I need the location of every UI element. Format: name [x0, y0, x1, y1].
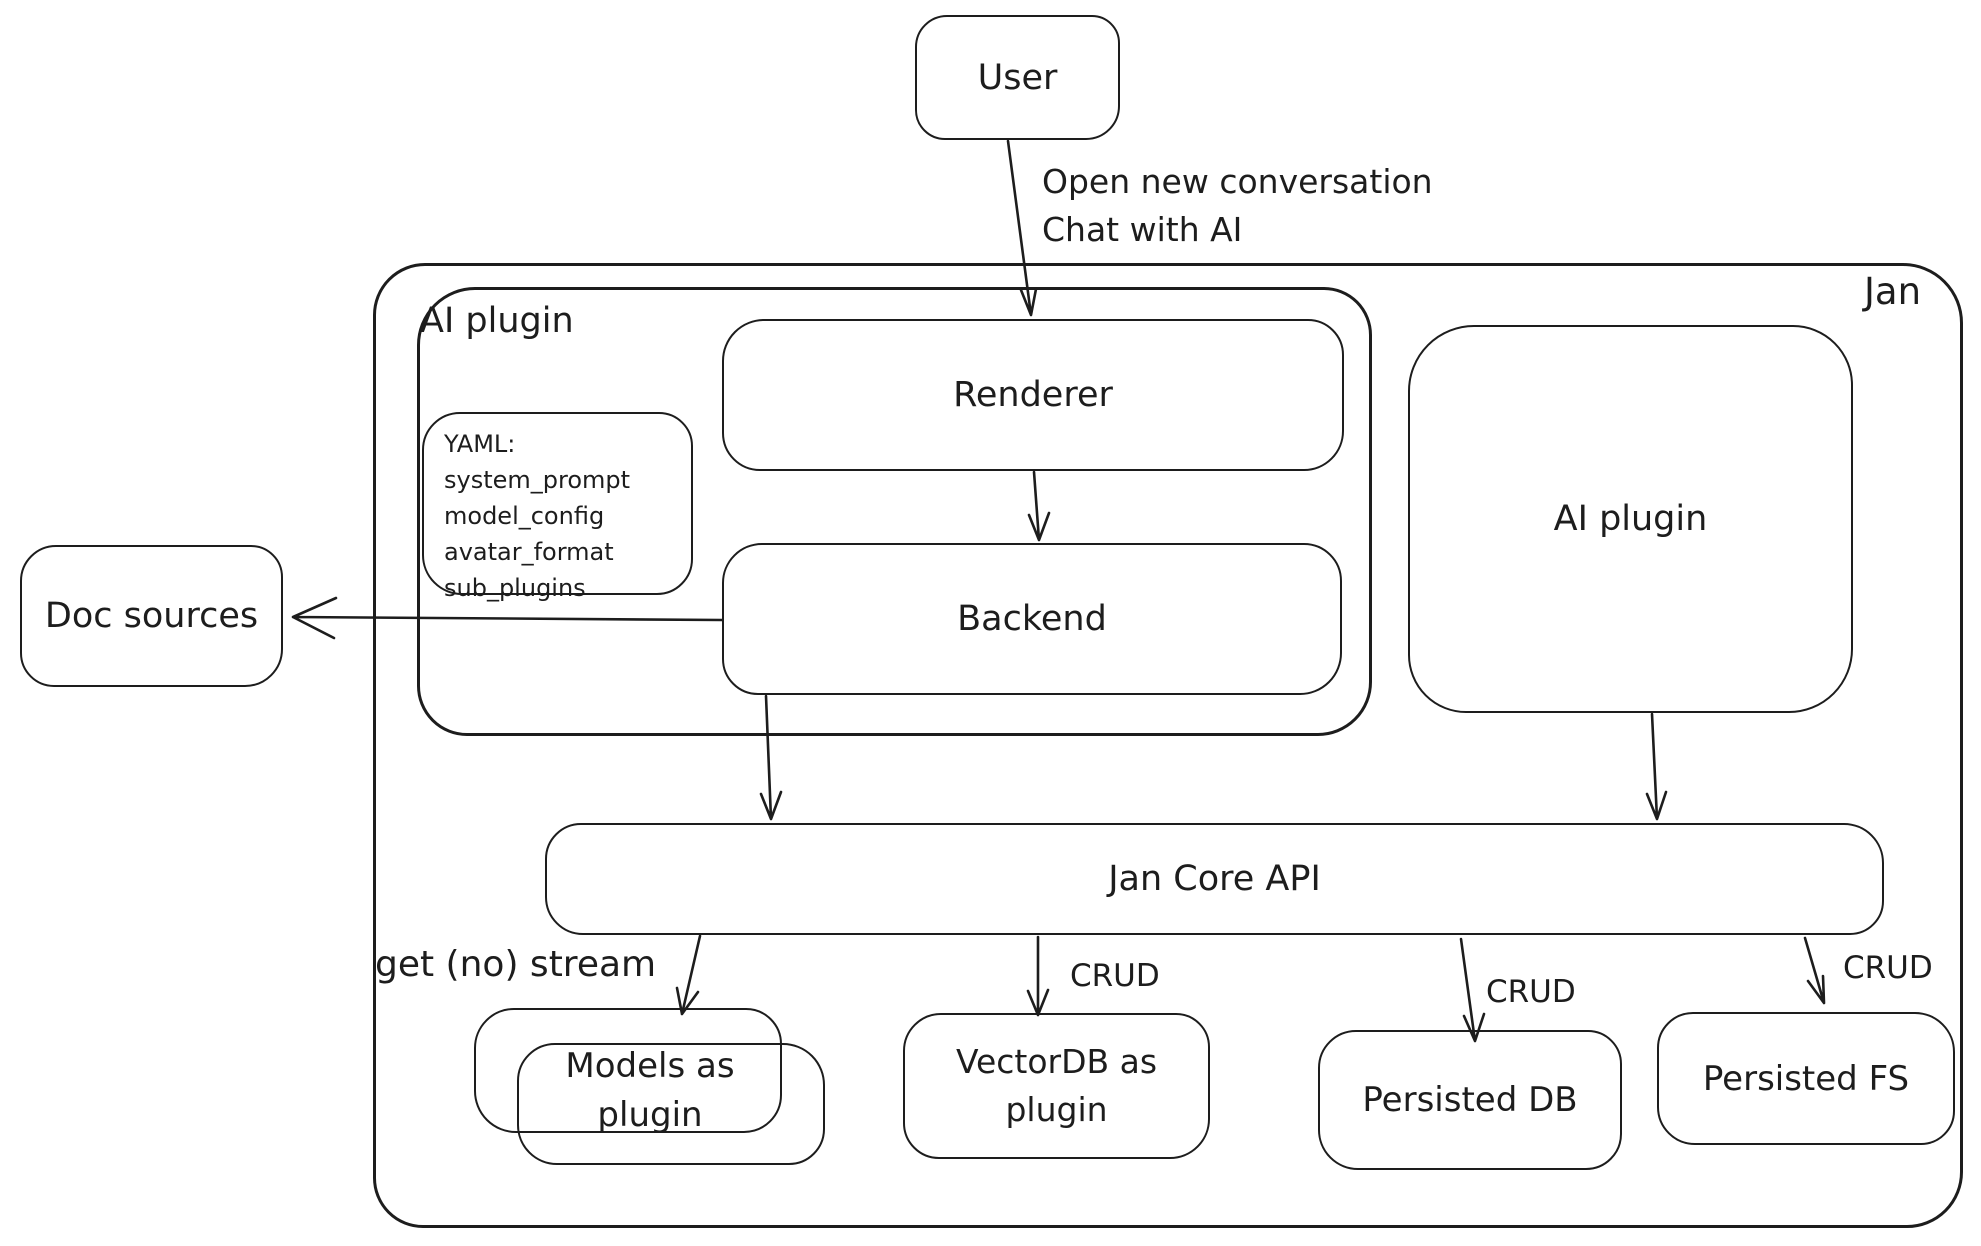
- jan-container-label: Jan: [1864, 270, 1922, 313]
- ai-plugin-box: AI plugin: [1408, 325, 1853, 713]
- user-to-renderer-edge-label: Open new conversation Chat with AI: [1042, 162, 1433, 249]
- persisted-fs-node-label: Persisted FS: [1702, 1058, 1910, 1099]
- yaml-note: YAML: system_prompt model_config avatar_…: [422, 412, 693, 602]
- renderer-node: Renderer: [722, 319, 1344, 471]
- vectordb-as-plugin-node: VectorDB as plugin: [903, 1013, 1210, 1159]
- ai-plugin-box-label: AI plugin: [1553, 499, 1708, 539]
- yaml-note-line: avatar_format: [444, 538, 614, 566]
- models-as-plugin-node-back: [474, 1008, 782, 1133]
- ai-plugin-container: [417, 287, 1372, 736]
- backend-node-label: Backend: [957, 599, 1107, 639]
- persisted-fs-node: Persisted FS: [1657, 1012, 1955, 1145]
- doc-sources-node: Doc sources: [20, 545, 283, 687]
- backend-node: Backend: [722, 543, 1342, 695]
- user-node: User: [915, 15, 1120, 140]
- persisted-db-node: Persisted DB: [1318, 1030, 1622, 1170]
- jan-core-api-node-label: Jan Core API: [1108, 859, 1321, 899]
- user-node-label: User: [977, 57, 1058, 98]
- yaml-note-line: YAML:: [444, 430, 516, 458]
- yaml-note-line: sub_plugins: [444, 574, 586, 602]
- get-no-stream-edge-label: get (no) stream: [375, 944, 657, 985]
- models-as-plugin-label: Models as plugin: [565, 1046, 735, 1136]
- yaml-note-line: model_config: [444, 502, 605, 530]
- models-as-plugin-node: [517, 1043, 825, 1165]
- persisted-db-node-label: Persisted DB: [1362, 1080, 1578, 1120]
- doc-sources-node-label: Doc sources: [44, 596, 259, 636]
- yaml-note-line: system_prompt: [444, 466, 631, 494]
- renderer-node-label: Renderer: [953, 375, 1113, 415]
- ai-plugin-container-label: AI plugin: [420, 301, 574, 341]
- crud-vectordb-edge-label: CRUD: [1070, 958, 1160, 994]
- crud-persisted-db-edge-label: CRUD: [1486, 974, 1576, 1010]
- jan-container: [373, 263, 1963, 1228]
- crud-persisted-fs-edge-label: CRUD: [1843, 950, 1933, 986]
- jan-core-api-node: Jan Core API: [545, 823, 1884, 935]
